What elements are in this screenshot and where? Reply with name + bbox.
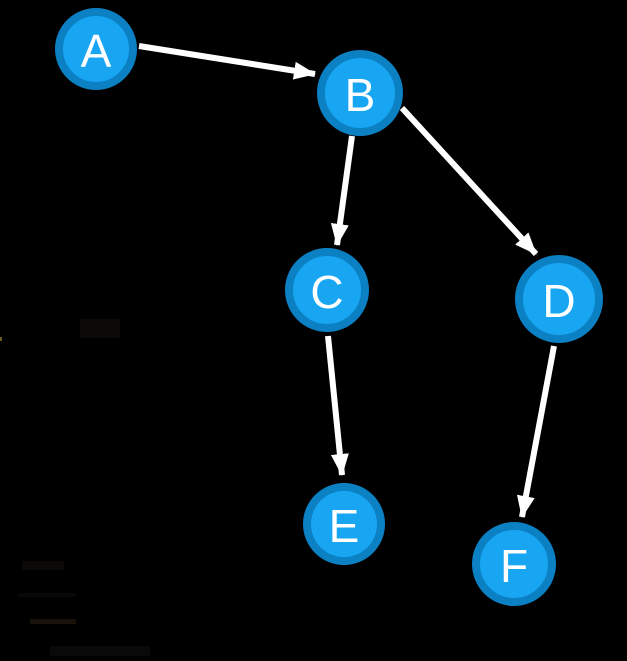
edge-B-C-arrow bbox=[330, 135, 355, 246]
edge-C-E-arrow bbox=[325, 335, 349, 476]
node-label: F bbox=[500, 540, 528, 592]
faint-smudge bbox=[30, 619, 76, 624]
faint-smudge bbox=[50, 646, 150, 656]
faint-smudge bbox=[0, 337, 2, 341]
node-E[interactable]: E bbox=[303, 483, 385, 565]
node-label: A bbox=[81, 25, 112, 77]
node-circle bbox=[285, 248, 369, 332]
node-circle bbox=[472, 522, 556, 606]
faint-smudge bbox=[18, 593, 76, 597]
node-label: C bbox=[310, 266, 343, 318]
edge-layer bbox=[138, 43, 557, 518]
node-label: E bbox=[329, 500, 360, 552]
node-circle bbox=[303, 483, 385, 565]
node-D[interactable]: D bbox=[515, 255, 603, 343]
node-circle bbox=[515, 255, 603, 343]
node-layer: A B C D E F bbox=[55, 8, 603, 606]
node-label: D bbox=[542, 275, 575, 327]
node-circle bbox=[317, 50, 403, 136]
edge-A-B-arrow bbox=[138, 43, 316, 80]
edge-D-F-arrow bbox=[517, 345, 557, 518]
node-F[interactable]: F bbox=[472, 522, 556, 606]
faint-smudge bbox=[80, 319, 120, 338]
node-B[interactable]: B bbox=[317, 50, 403, 136]
node-circle bbox=[55, 8, 137, 90]
faint-artifacts bbox=[0, 319, 150, 656]
edge-B-D-arrow bbox=[399, 105, 539, 257]
node-C[interactable]: C bbox=[285, 248, 369, 332]
node-A[interactable]: A bbox=[55, 8, 137, 90]
node-label: B bbox=[345, 69, 376, 121]
faint-smudge bbox=[22, 561, 64, 570]
